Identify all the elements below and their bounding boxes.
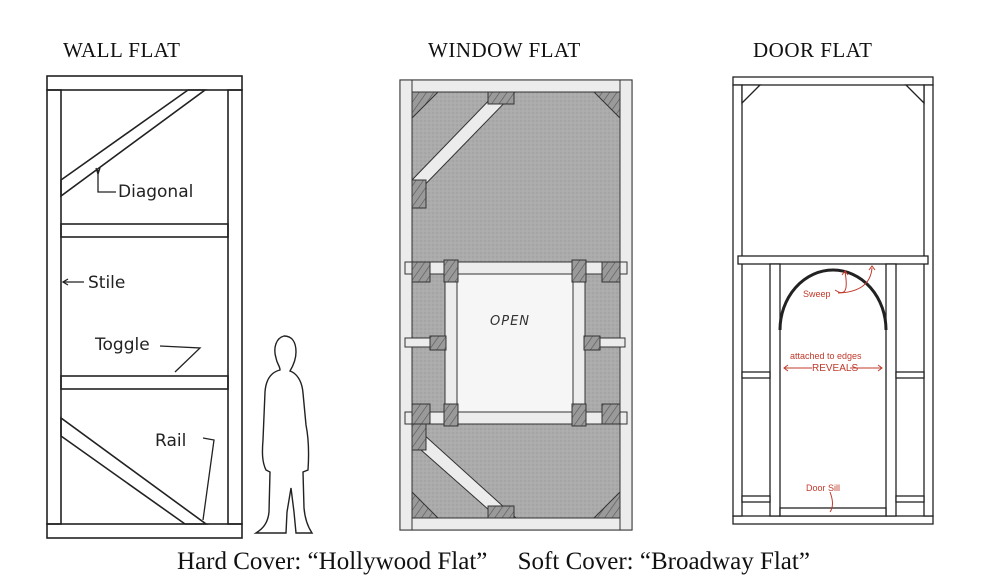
window-flat-drawing — [399, 79, 633, 531]
door-annotations — [783, 265, 883, 513]
diagonal-lower — [60, 416, 209, 525]
door-sill-label: Door Sill — [806, 483, 840, 493]
door-flat-drawing — [732, 76, 934, 525]
sweep-label: Sweep — [803, 289, 831, 299]
stile-label: Stile — [88, 273, 125, 293]
toggle-upper — [60, 223, 229, 238]
diagonal-label: Diagonal — [118, 182, 193, 202]
right-stile — [227, 89, 243, 525]
toggle-leader — [159, 345, 202, 373]
toggle-lower — [60, 375, 229, 390]
soft-cover-caption: Soft Cover: “Broadway Flat” — [517, 548, 810, 575]
rail-label: Rail — [155, 431, 186, 451]
door-flat-title: DOOR FLAT — [753, 38, 873, 62]
wall-annotations — [61, 167, 215, 521]
sill-leader — [829, 491, 833, 513]
diagonal-upper — [60, 89, 208, 198]
hard-cover-caption: Hard Cover: “Hollywood Flat” — [177, 548, 488, 575]
caption: Hard Cover: “Hollywood Flat” Soft Cover:… — [0, 548, 987, 576]
sweep-leader — [834, 271, 847, 294]
person-silhouette-icon — [253, 335, 314, 534]
wall-flat-title: WALL FLAT — [63, 38, 181, 62]
diagonal-leader — [97, 170, 116, 193]
bottom-rail — [46, 523, 243, 539]
left-stile — [46, 89, 62, 525]
wall-flat-drawing — [46, 75, 243, 539]
open-label: OPEN — [490, 314, 530, 329]
window-flat-title: WINDOW FLAT — [428, 38, 581, 62]
reveals-label: REVEALS — [812, 363, 858, 374]
attached-label: attached to edges — [790, 351, 862, 361]
toggle-label: Toggle — [94, 335, 150, 355]
rail-leader — [202, 437, 215, 521]
top-rail — [46, 75, 243, 91]
